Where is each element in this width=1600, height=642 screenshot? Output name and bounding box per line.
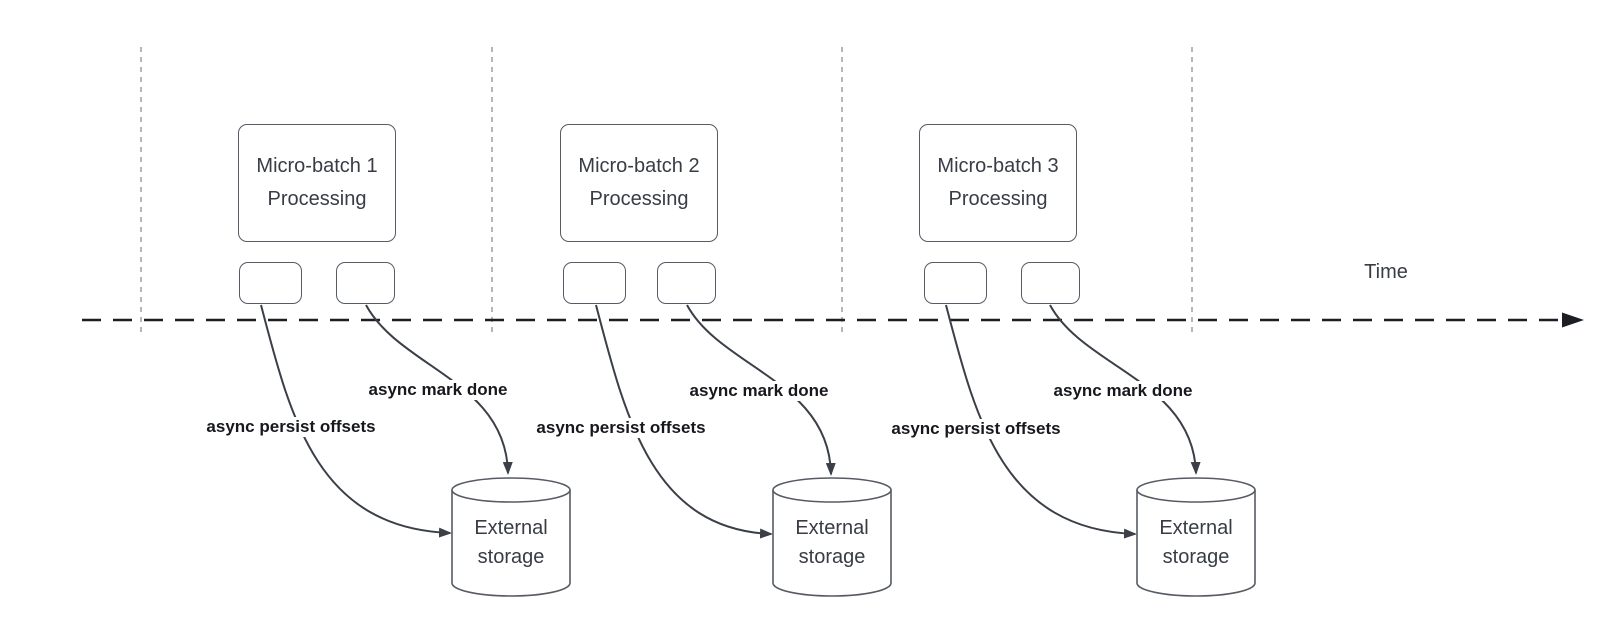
async-mark-done-label: async mark done xyxy=(686,381,832,401)
external-storage-cylinder xyxy=(772,477,892,597)
async-persist-offsets-arrow xyxy=(595,304,773,539)
mark-done-task-box xyxy=(336,262,395,304)
async-mark-done-arrow xyxy=(365,304,513,475)
persist-task-box xyxy=(239,262,302,304)
micro-batch-3-processing-box: Micro-batch 3 Processing xyxy=(919,124,1077,242)
mark-done-task-box xyxy=(657,262,716,304)
async-mark-done-label: async mark done xyxy=(1050,381,1196,401)
external-storage-label-line2: storage xyxy=(798,546,866,568)
external-storage: External storage xyxy=(451,478,571,596)
async-persist-offsets-label: async persist offsets xyxy=(888,419,1064,439)
external-storage-cylinder xyxy=(451,477,571,597)
async-persist-offsets-arrow xyxy=(260,304,452,538)
micro-batch-1-title-line2: Processing xyxy=(267,188,367,210)
micro-batch-1-title-line1: Micro-batch 1 xyxy=(256,155,378,177)
time-axis-arrowhead xyxy=(1562,312,1584,328)
async-persist-offsets-arrow xyxy=(945,304,1137,539)
external-storage-label-line1: External xyxy=(795,517,869,539)
external-storage: External storage xyxy=(1136,478,1256,596)
external-storage: External storage xyxy=(772,478,892,596)
persist-task-box xyxy=(563,262,626,304)
time-label: Time xyxy=(1364,261,1408,283)
micro-batch-1-processing-box: Micro-batch 1 Processing xyxy=(238,124,396,242)
external-storage-label-line1: External xyxy=(1159,517,1233,539)
external-storage-label: External storage xyxy=(451,514,571,572)
external-storage-label-line2: storage xyxy=(477,546,545,568)
external-storage-label: External storage xyxy=(772,514,892,572)
external-storage-label-line2: storage xyxy=(1162,546,1230,568)
micro-batch-2-processing-box: Micro-batch 2 Processing xyxy=(560,124,718,242)
micro-batch-3-title-line1: Micro-batch 3 xyxy=(937,155,1059,177)
async-persist-offsets-label: async persist offsets xyxy=(533,418,709,438)
async-mark-done-arrow xyxy=(1049,304,1201,475)
persist-task-box xyxy=(924,262,987,304)
external-storage-cylinder xyxy=(1136,477,1256,597)
async-mark-done-arrow xyxy=(686,304,836,476)
async-mark-done-label: async mark done xyxy=(365,380,511,400)
mark-done-task-box xyxy=(1021,262,1080,304)
external-storage-label: External storage xyxy=(1136,514,1256,572)
external-storage-label-line1: External xyxy=(474,517,548,539)
micro-batch-3-title-line2: Processing xyxy=(948,188,1048,210)
micro-batch-2-title-line1: Micro-batch 2 xyxy=(578,155,700,177)
async-persist-offsets-label: async persist offsets xyxy=(203,417,379,437)
micro-batch-2-title-line2: Processing xyxy=(589,188,689,210)
